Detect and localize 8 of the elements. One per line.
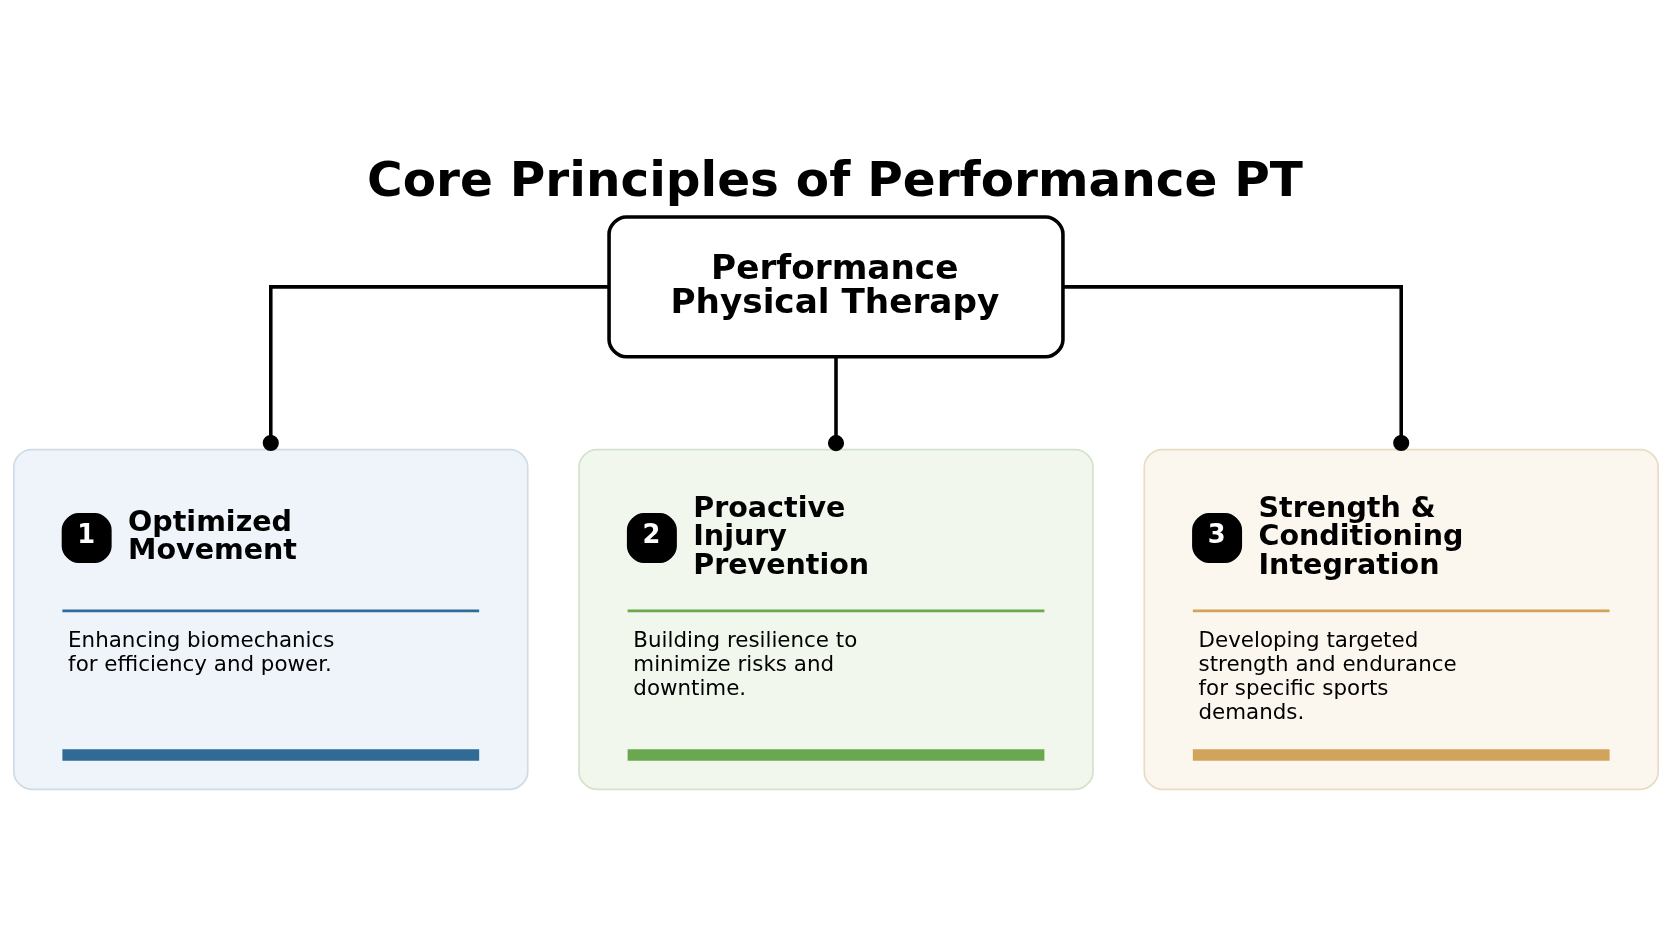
connector xyxy=(1063,284,1410,451)
node-box: 2 Proactive Injury Prevention Building resilience to minimize risks and downtime. xyxy=(578,448,1094,790)
node-box: 1 Optimized Movement Enhancing biomechanics for efficiency and power. xyxy=(13,448,529,790)
connector xyxy=(262,284,609,451)
node-box: Performance Physical Therapy xyxy=(607,214,1065,359)
connector xyxy=(827,356,845,451)
node-box: 3 Strength & Conditioning Integration Developing targeted strength and endurance for specific sports demands. xyxy=(1143,448,1659,790)
diagram-title: Core Principles of Performance PT xyxy=(367,150,1303,207)
